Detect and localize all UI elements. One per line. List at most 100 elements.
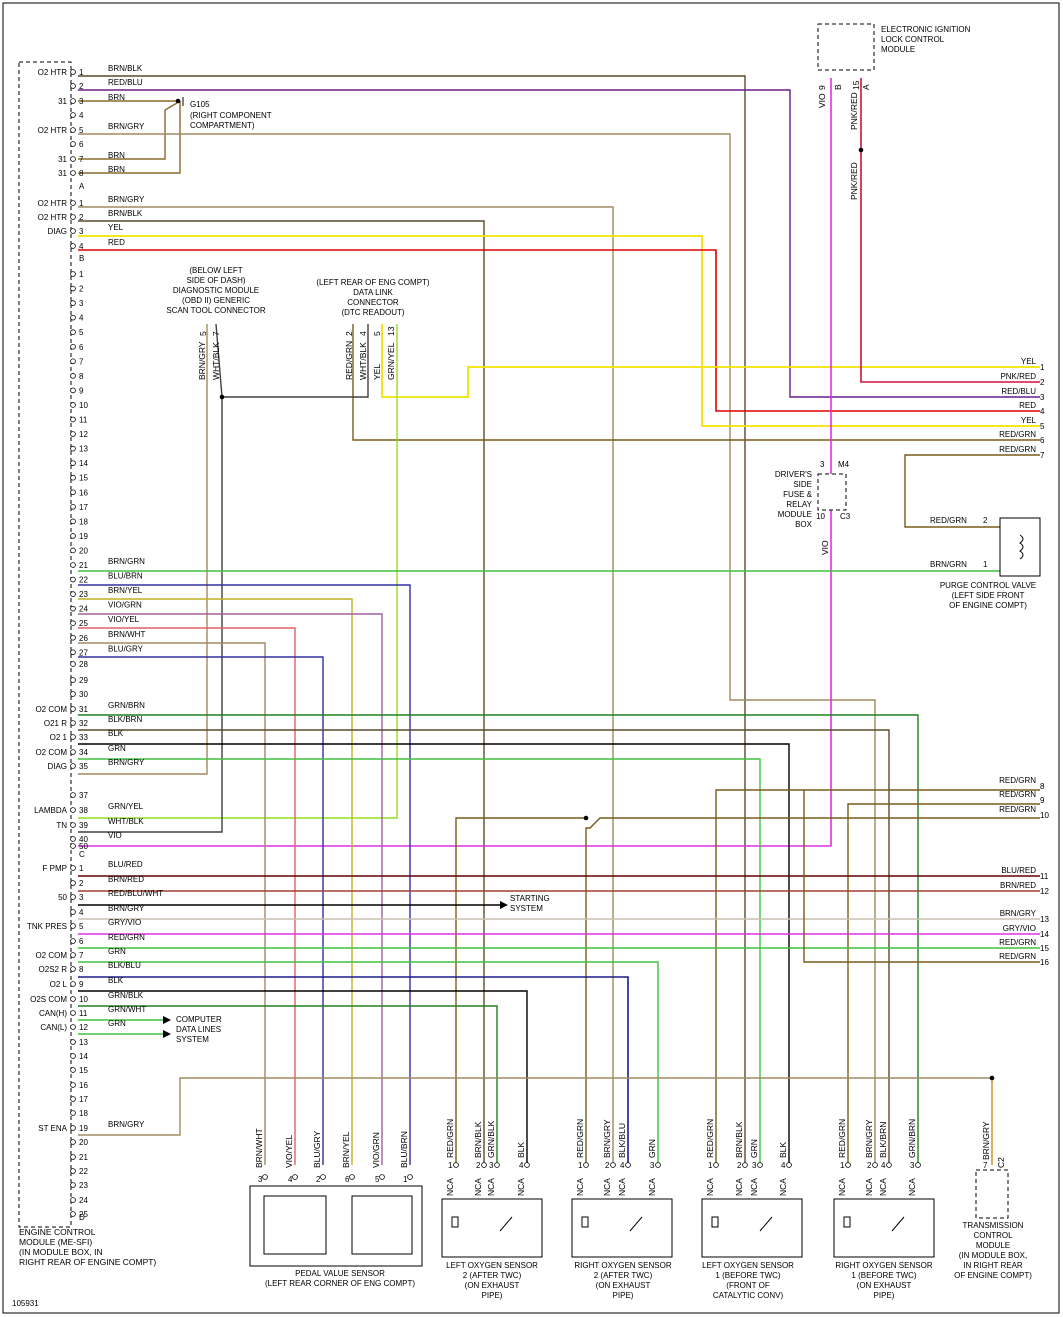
oxygen-sensor-pin: 2 [605, 1161, 610, 1170]
ecm-pin-number: 10 [79, 401, 88, 410]
ecm-pin-terminal [70, 69, 76, 75]
ecm-wire-label: BLK [108, 729, 124, 738]
pedal-wire-label: BRN/WHT [254, 1128, 264, 1168]
dlc-wire-label: GRN/YEL [386, 342, 396, 380]
ecm-pin-terminal [70, 228, 76, 234]
right-terminal-number: 8 [1040, 782, 1045, 791]
ecm-wire-label: GRN/WHT [108, 1005, 146, 1014]
wire-rt8-red-grn [715, 789, 1040, 1165]
ecm-pin-number: 17 [79, 1095, 88, 1104]
ecm-pin-number: 27 [79, 648, 88, 657]
ecm-pin-function: TNK PRES [27, 922, 67, 931]
oxygen-sensor-label: 2 (AFTER TWC) [463, 1271, 522, 1280]
ecm-pin-number: 9 [79, 386, 84, 395]
pedal-wire-label: VIO/YEL [284, 1135, 294, 1168]
ecm-pin-terminal [70, 938, 76, 944]
ecm-title-line: (IN MODULE BOX, IN [19, 1247, 103, 1257]
oxygen-sensor-label: 2 (AFTER TWC) [594, 1271, 653, 1280]
wire-purge-red-grn [904, 454, 1040, 528]
purge-valve-box [999, 517, 1041, 577]
pedal-wire-label: BLU/GRY [312, 1131, 322, 1168]
oxygen-heater-icon [581, 1216, 589, 1228]
tcm-box [975, 1169, 1009, 1219]
ecm-pin-number: 26 [79, 634, 88, 643]
wire-b33-blk [78, 743, 790, 1165]
ecm-connector-label: A [79, 182, 85, 191]
ecm-wire-label: GRN/BRN [108, 701, 145, 710]
ecm-pin-number: 23 [79, 590, 88, 599]
oxygen-sensor-pin-terminal [524, 1162, 530, 1168]
oxygen-sensing-element-icon [499, 1216, 513, 1232]
pedal-pin: 5 [375, 1175, 380, 1184]
ecm-box [18, 61, 72, 1228]
ecm-pin-terminal [70, 329, 76, 336]
ecm-pin-terminal [70, 445, 76, 452]
oxygen-sensor-pin: 1 [708, 1161, 713, 1170]
ecm-pin-number: 29 [79, 676, 88, 685]
wire-rt9-red-grn [847, 803, 1040, 1165]
oxygen-sensor-pin-terminal [757, 1162, 763, 1168]
wire-a2-red-blu [78, 89, 1040, 398]
oxygen-sensor-label: PIPE) [482, 1291, 503, 1300]
right-terminal-wire-label: PNK/RED [1000, 372, 1036, 381]
ecm-pin-terminal [70, 952, 76, 958]
ecm-pin-number: 18 [79, 1109, 88, 1118]
right-terminal-number: 5 [1040, 422, 1045, 431]
right-terminal-number: 7 [1040, 451, 1045, 460]
right-terminal-wire-label: GRY/VIO [1003, 924, 1036, 933]
oxygen-sensor-wire-label: BRN/GRY [864, 1119, 874, 1158]
ecm-pin-number: 8 [79, 372, 84, 381]
wire-b22-blu-brn [78, 584, 411, 1165]
ecm-title-line: ENGINE CONTROL [19, 1227, 96, 1237]
can-l-arrow [163, 1030, 171, 1038]
ecm-pin-terminal [70, 605, 76, 612]
wire-dlc4-wht-blk [222, 324, 369, 398]
oxygen-sensor-pin: 2 [737, 1161, 742, 1170]
wire-eilcm-pnk-red [860, 78, 1040, 383]
pedal-pin-terminal [292, 1174, 298, 1180]
ecm-pin-terminal [70, 894, 76, 900]
pedal-pin: 3 [258, 1175, 263, 1184]
oxygen-sensor-wire-label: RED/GRN [705, 1119, 715, 1158]
oxygen-sensor-wire-label: BLK/BLU [617, 1123, 627, 1158]
ecm-wire-label: BLK [108, 976, 124, 985]
obd-pin: 5 [198, 331, 208, 336]
wire-c19-brn-gry [78, 1077, 992, 1136]
obd-wire-label: WHT/BLK [211, 342, 221, 380]
ecm-pin-terminal [70, 923, 76, 929]
oxygen-sensor-label: LEFT OXYGEN SENSOR [446, 1261, 538, 1270]
right-terminal-wire-label: RED/GRN [999, 445, 1036, 454]
right-terminal-wire-label: RED/GRN [999, 952, 1036, 961]
oxygen-sensor-wire-label: BRN/BLK [473, 1121, 483, 1158]
oxygen-sensor-label: (ON EXHAUST [857, 1281, 912, 1290]
oxygen-sensor-pin-terminal [610, 1162, 616, 1168]
ecm-pin-terminal [70, 880, 76, 886]
right-terminal-wire-label: RED/GRN [999, 430, 1036, 439]
ecm-pin-terminal [70, 156, 76, 162]
g105-location: COMPARTMENT) [190, 121, 255, 130]
nca-label: NCA [486, 1178, 496, 1196]
oxygen-sensor-wire-label: BLK [516, 1142, 526, 1158]
ecm-pin-terminal [70, 1067, 76, 1073]
ecm-pin-terminal [70, 1110, 76, 1116]
dlc-connector-label: CONNECTOR [347, 298, 399, 307]
ecm-pin-terminal [70, 836, 76, 842]
oxygen-sensor-pin-terminal [886, 1162, 892, 1168]
fuse-box-pin: 10 [816, 512, 825, 521]
ecm-pin-number: 31 [79, 705, 88, 714]
oxygen-sensor-pin: 3 [650, 1161, 655, 1170]
ecm-pin-number: 11 [79, 1009, 88, 1018]
wire-b4-red [78, 249, 1040, 412]
ecm-pin-number: 30 [79, 690, 88, 699]
fuse-box [817, 473, 847, 511]
ecm-pin-terminal [70, 416, 76, 423]
wire-b25-vio-yel [78, 627, 296, 1165]
pedal-pin-terminal [407, 1174, 413, 1180]
tcm-label: CONTROL [973, 1231, 1013, 1240]
right-terminal-number: 4 [1040, 407, 1045, 416]
obd-connector-label: (BELOW LEFT [189, 266, 242, 275]
eilcm-pin: 9 [817, 85, 827, 90]
fuse-box-pin: C3 [840, 512, 851, 521]
ecm-pin-terminal [70, 358, 76, 365]
